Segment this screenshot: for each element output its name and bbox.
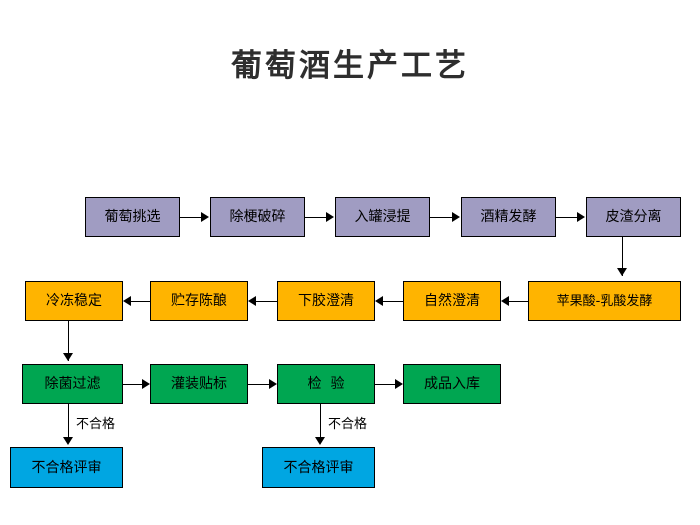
arrow-head-r3-1 <box>142 379 150 389</box>
connector-line-r3-to-r4-1 <box>68 404 69 440</box>
process-node-cold-stabilization[interactable]: 冷冻稳定 <box>25 281 123 321</box>
process-node-malolactic-fermentation[interactable]: 苹果酸-乳酸发酵 <box>528 281 681 321</box>
process-node-inspection[interactable]: 检 验 <box>277 364 375 404</box>
arrow-head-r2-4 <box>501 296 509 306</box>
connector-line-r1-1 <box>180 217 201 218</box>
process-node-alcoholic-fermentation[interactable]: 酒精发酵 <box>461 197 556 237</box>
connector-line-r2-4 <box>509 301 528 302</box>
process-node-nonconformance-review-2[interactable]: 不合格评审 <box>262 447 375 488</box>
arrow-head-r3-to-r4-2 <box>315 437 325 445</box>
process-node-bottling-labeling[interactable]: 灌装贴标 <box>150 364 248 404</box>
connector-line-r2-3 <box>383 301 403 302</box>
arrow-head-r3-to-r4-1 <box>63 437 73 445</box>
connector-line-r3-3 <box>375 384 395 385</box>
connector-line-r2-1 <box>131 301 150 302</box>
connector-line-r1-4 <box>556 217 577 218</box>
arrow-head-r3-3 <box>395 379 403 389</box>
process-node-destemming-crushing[interactable]: 除梗破碎 <box>210 197 305 237</box>
arrow-head-r2-to-r3 <box>63 353 73 361</box>
connector-line-r3-2 <box>248 384 269 385</box>
connector-line-r3-1 <box>123 384 142 385</box>
process-node-grape-selection[interactable]: 葡萄挑选 <box>85 197 180 237</box>
process-node-tank-maceration[interactable]: 入罐浸提 <box>335 197 430 237</box>
process-node-sterile-filtration[interactable]: 除菌过滤 <box>22 364 123 404</box>
process-node-fining-clarification[interactable]: 下胶澄清 <box>277 281 375 321</box>
process-node-nonconformance-review-1[interactable]: 不合格评审 <box>10 447 123 488</box>
connector-line-r3-to-r4-2 <box>320 404 321 440</box>
arrow-head-r2-1 <box>123 296 131 306</box>
arrow-head-r2-2 <box>248 296 256 306</box>
process-node-storage-aging[interactable]: 贮存陈酿 <box>150 281 248 321</box>
connector-line-r1-to-r2 <box>622 237 623 276</box>
connector-line-r1-3 <box>430 217 452 218</box>
arrow-head-r1-4 <box>577 212 585 222</box>
process-node-finished-goods-warehousing[interactable]: 成品入库 <box>403 364 501 404</box>
arrow-head-r2-3 <box>375 296 383 306</box>
connector-line-r1-2 <box>305 217 326 218</box>
page-title: 葡萄酒生产工艺 <box>231 48 469 84</box>
arrow-head-r1-3 <box>452 212 460 222</box>
edge-label-nonconforming-2: 不合格 <box>328 417 368 432</box>
connector-line-r2-2 <box>256 301 277 302</box>
arrow-head-r1-1 <box>201 212 209 222</box>
process-node-natural-clarification[interactable]: 自然澄清 <box>403 281 501 321</box>
arrow-head-r1-2 <box>326 212 334 222</box>
edge-label-nonconforming-1: 不合格 <box>76 417 116 432</box>
arrow-head-r1-to-r2 <box>617 268 627 276</box>
process-node-pomace-separation[interactable]: 皮渣分离 <box>586 197 681 237</box>
arrow-head-r3-2 <box>269 379 277 389</box>
connector-line-r2-to-r3 <box>68 321 69 361</box>
